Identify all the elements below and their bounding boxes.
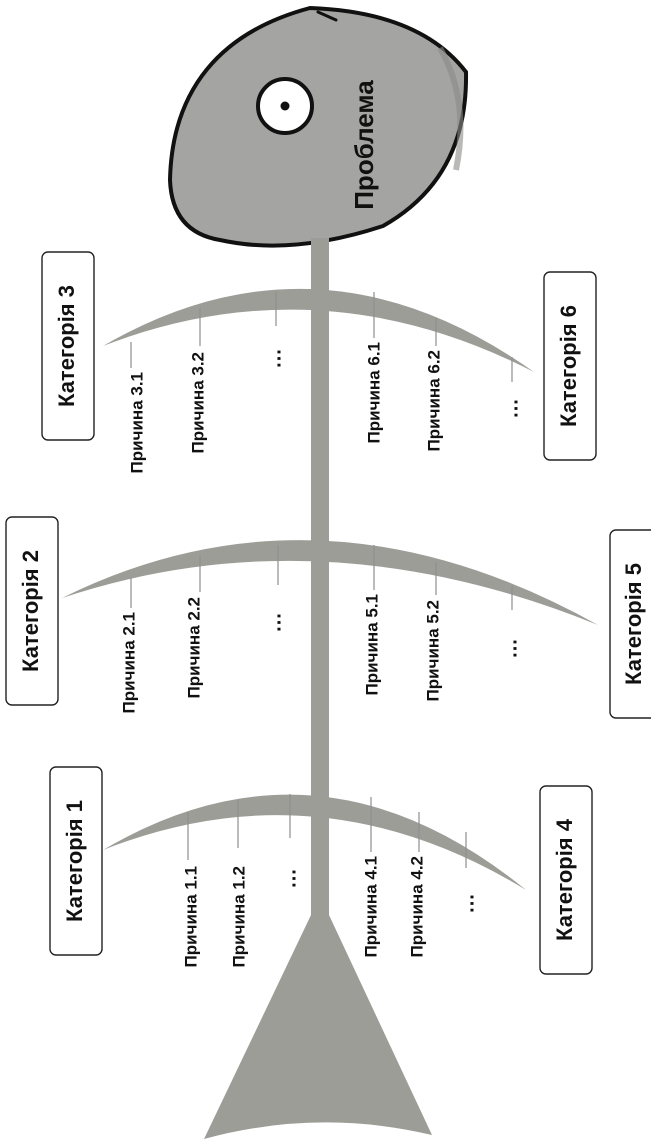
category-label: Категорія 3 [54, 285, 79, 407]
cause-label: Причина 4.2 [407, 856, 426, 957]
fish-eye [256, 77, 314, 135]
category-box-6: Категорія 6 [543, 271, 597, 461]
fish-tail [204, 915, 432, 1139]
problem-label: Проблема [349, 80, 379, 210]
category-box-5: Категорія 5 [609, 529, 651, 719]
cause-ellipsis: ... [263, 348, 285, 368]
rib-bone-top [103, 288, 534, 372]
cause-label: Причина 5.2 [423, 600, 442, 701]
cause-label: Причина 3.2 [188, 352, 207, 453]
cause-label: Причина 6.1 [364, 342, 383, 443]
category-label: Категорія 5 [621, 563, 646, 685]
cause-ellipsis: ... [500, 398, 522, 418]
category-label: Категорія 1 [62, 800, 87, 922]
cause-label: Причина 2.2 [184, 597, 203, 698]
cause-label: Причина 1.2 [229, 866, 248, 967]
cause-label: Причина 6.2 [424, 350, 443, 451]
cause-ellipsis: ... [263, 612, 285, 632]
fish-head [167, 5, 469, 248]
category-box-2: Категорія 2 [5, 516, 59, 706]
fish-head-shade [437, 46, 464, 171]
category-box-3: Категорія 3 [41, 251, 95, 441]
category-label: Категорія 2 [18, 550, 43, 672]
cause-label: Причина 4.1 [361, 856, 380, 957]
category-label: Категорія 4 [552, 818, 577, 941]
category-box-1: Категорія 1 [49, 766, 103, 956]
cause-ellipsis: ... [456, 893, 478, 913]
cause-ellipsis: ... [278, 868, 300, 888]
category-label: Категорія 6 [556, 305, 581, 427]
cause-label: Причина 5.1 [362, 594, 381, 695]
rib-bone-middle [62, 540, 598, 625]
cause-label: Причина 3.1 [127, 372, 146, 473]
cause-label: Причина 2.1 [119, 612, 138, 713]
fish-spine [311, 238, 329, 920]
category-box-4: Категорія 4 [539, 785, 593, 975]
fish-mouth-mark [316, 10, 338, 22]
rib-bone-bottom [103, 794, 526, 890]
cause-label: Причина 1.1 [181, 866, 200, 967]
cause-ellipsis: ... [499, 638, 521, 658]
